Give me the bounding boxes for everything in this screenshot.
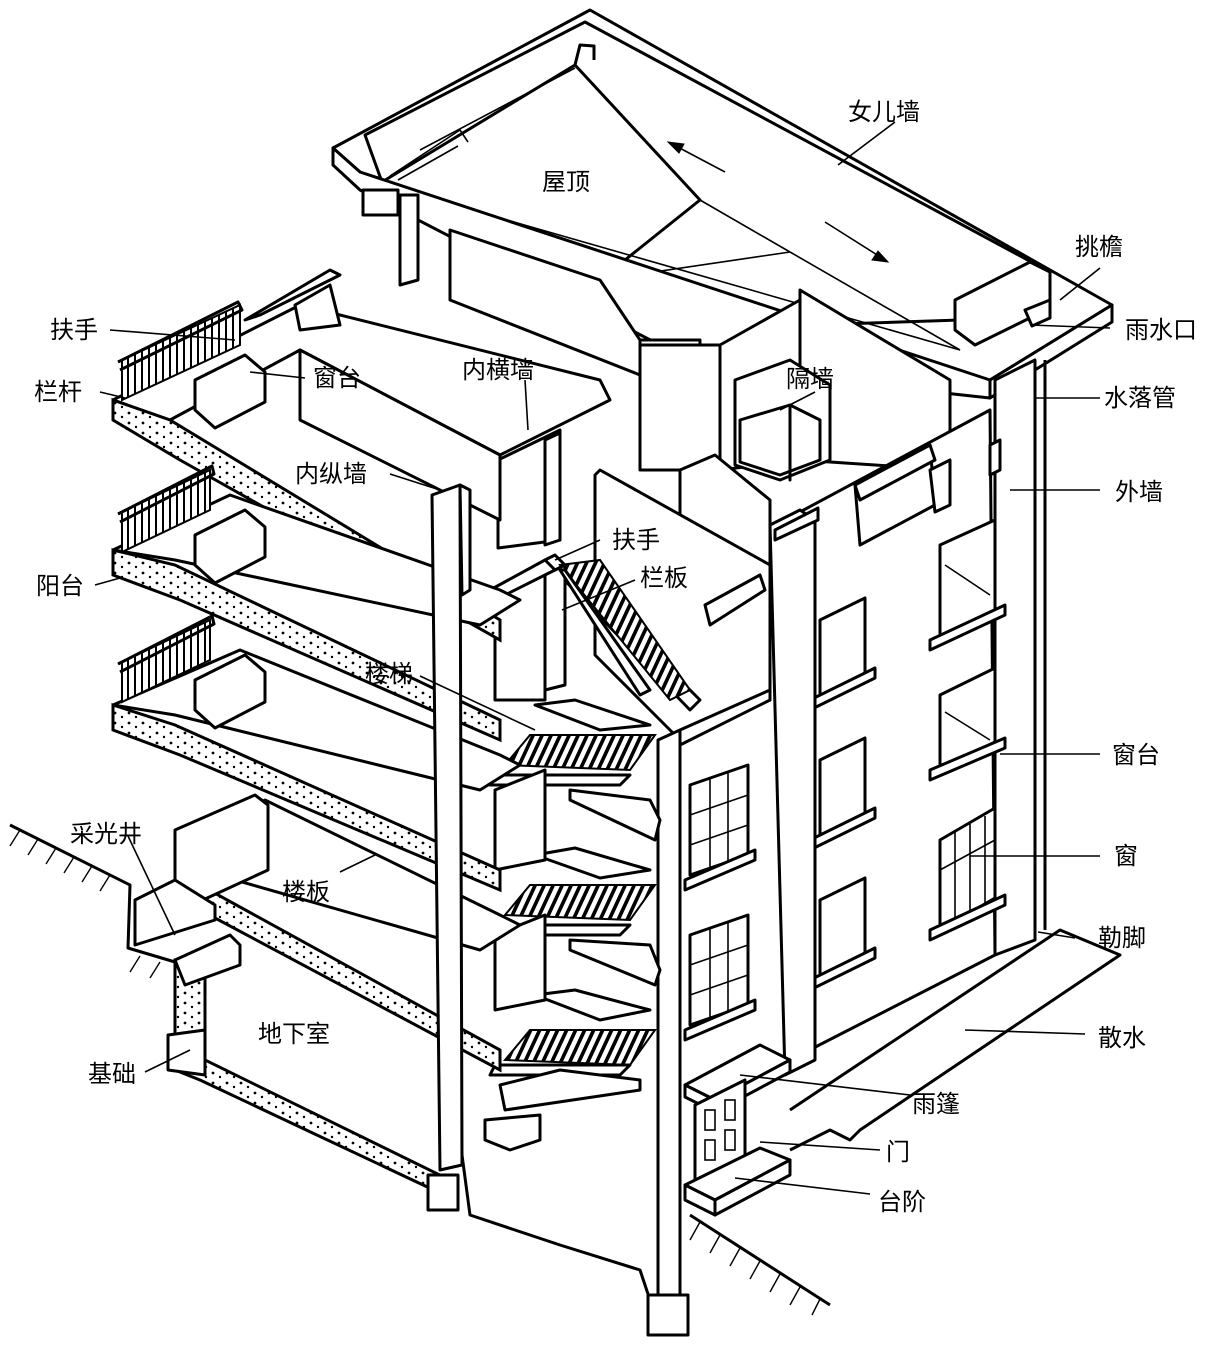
roof-slope-arrow-b [824, 221, 890, 263]
label-balcony: 阳台 [36, 572, 84, 600]
window-m3 [808, 876, 877, 992]
label-roof: 屋顶 [542, 168, 590, 196]
label-partition-wall: 隔墙 [786, 365, 834, 393]
label-window-sill-facade: 窗台 [1112, 741, 1160, 769]
light-well [133, 793, 270, 987]
balcony-low [117, 614, 267, 730]
apron-outline [789, 928, 1122, 1152]
label-exterior-wall: 外墙 [1115, 478, 1163, 506]
label-staircase: 楼梯 [365, 660, 413, 688]
window-s1-grid [683, 763, 757, 892]
label-door: 门 [886, 1138, 910, 1166]
label-balustrade: 栏板 [640, 564, 688, 592]
label-handrail-balcony: 扶手 [50, 316, 98, 344]
label-canopy: 雨篷 [912, 1090, 960, 1118]
roof [331, 8, 1114, 400]
balcony-top [117, 300, 267, 430]
label-eave-overhang: 挑檐 [1075, 233, 1123, 261]
label-inner-longitudinal-wall: 内纵墙 [295, 460, 367, 488]
right-facade [678, 408, 1007, 1077]
label-handrail-stair: 扶手 [612, 526, 660, 554]
text-labels: 女儿墙 屋顶 挑檐 雨水口 扶手 栏杆 窗台 内横墙 隔墙 水落管 内纵墙 外墙… [34, 98, 1197, 1216]
window-s2-grid [683, 913, 757, 1042]
label-foundation: 基础 [88, 1060, 136, 1088]
window-r2 [928, 666, 1007, 782]
label-parapet-wall: 女儿墙 [848, 98, 920, 126]
stair-flight-3 [488, 988, 657, 1077]
label-window-sill-balcony: 窗台 [313, 364, 361, 392]
stair-flight-2 [488, 846, 662, 987]
roof-slope-arrow-a [666, 141, 726, 173]
window-r3-grid [928, 806, 1007, 942]
label-window: 窗 [1114, 842, 1138, 870]
label-light-well: 采光井 [70, 820, 142, 848]
window-r1 [928, 518, 1007, 652]
label-railing: 栏杆 [34, 378, 82, 406]
label-downpipe: 水落管 [1104, 384, 1176, 412]
label-inner-cross-wall: 内横墙 [462, 356, 534, 384]
interior-walls [496, 358, 832, 550]
label-apron: 散水 [1098, 1024, 1146, 1052]
label-steps: 台阶 [878, 1188, 926, 1216]
balcony-mid [117, 464, 267, 585]
inner-longitudinal-wall [430, 483, 472, 1172]
leader-lines [94, 121, 1111, 1195]
label-rain-outlet: 雨水口 [1125, 316, 1197, 344]
window-m1 [808, 596, 877, 712]
label-basement: 地下室 [258, 1020, 330, 1048]
label-floor-slab: 楼板 [282, 878, 330, 906]
label-plinth: 勒脚 [1098, 924, 1146, 952]
balconies [117, 300, 267, 730]
